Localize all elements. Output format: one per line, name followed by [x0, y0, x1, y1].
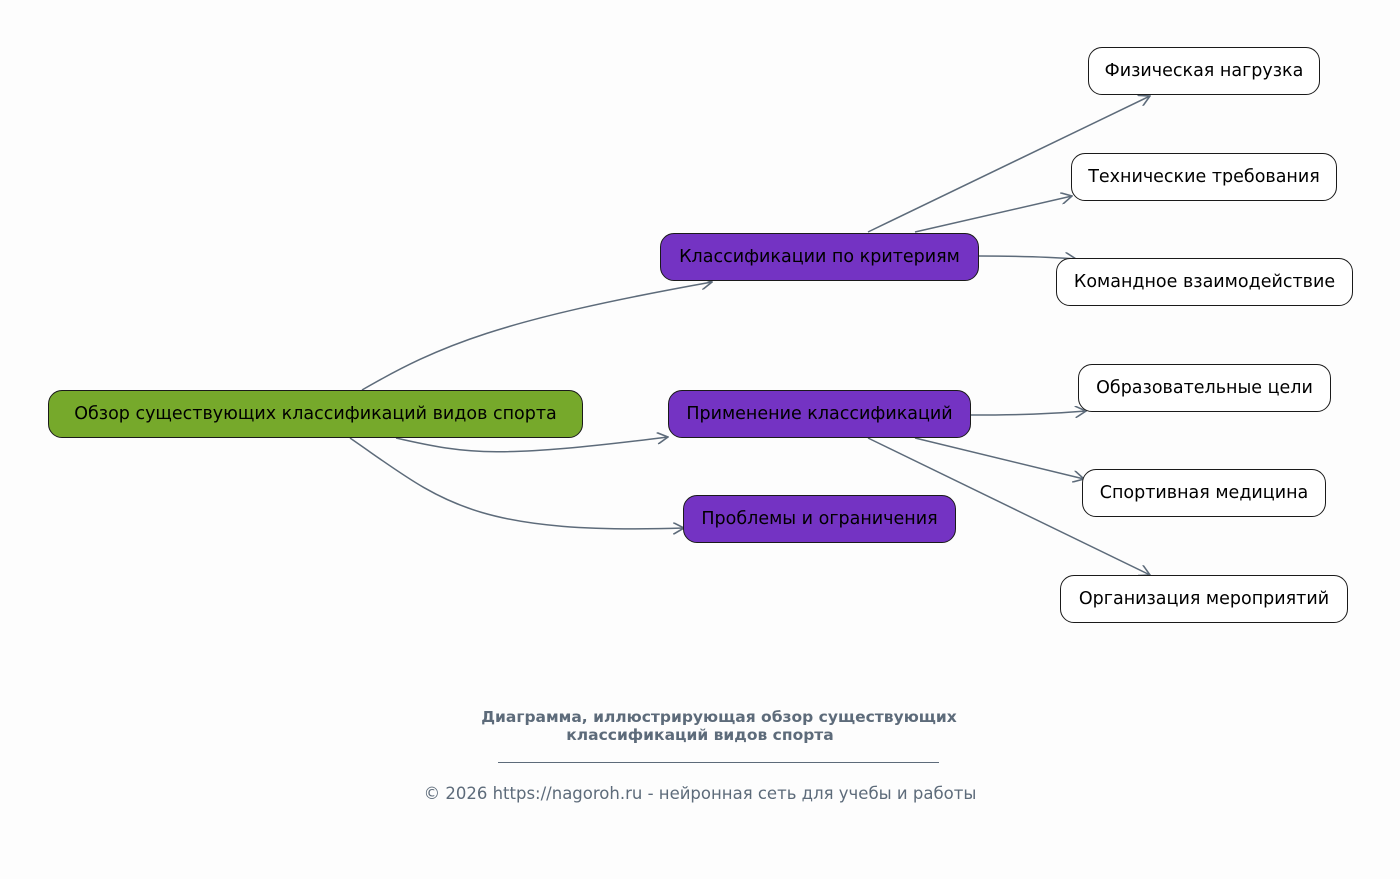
node-problems[interactable]: Проблемы и ограничения: [683, 495, 956, 543]
node-team[interactable]: Командное взаимодействие: [1056, 258, 1353, 306]
node-team-label: Командное взаимодействие: [1073, 272, 1336, 292]
node-events[interactable]: Организация мероприятий: [1060, 575, 1348, 623]
node-technical-label: Технические требования: [1088, 167, 1320, 187]
node-root-label: Обзор существующих классификаций видов с…: [74, 404, 557, 424]
node-medicine-label: Спортивная медицина: [1099, 483, 1309, 503]
edge-criteria-to-technical: [914, 196, 1072, 233]
caption-line-2: классификаций видов спорта: [566, 726, 834, 744]
node-application[interactable]: Применение классификаций: [668, 390, 971, 438]
node-criteria-label: Классификации по критериям: [679, 247, 960, 267]
edge-root-to-application: [395, 437, 668, 453]
footer-copyright: © 2026 https://nagoroh.ru - нейронная се…: [423, 784, 977, 803]
node-root[interactable]: Обзор существующих классификаций видов с…: [48, 390, 583, 438]
edge-criteria-to-physical: [867, 96, 1150, 233]
diagram-caption: Диаграмма, иллюстрирующая обзор существу…: [0, 708, 1400, 744]
caption-line-1: Диаграмма, иллюстрирующая обзор существу…: [481, 708, 957, 726]
edge-application-to-medicine: [914, 437, 1084, 479]
edge-root-to-problems: [349, 437, 684, 529]
node-education-label: Образовательные цели: [1096, 378, 1313, 398]
edge-root-to-criteria: [361, 282, 712, 391]
node-medicine[interactable]: Спортивная медицина: [1082, 469, 1326, 517]
caption-divider: [498, 762, 939, 763]
node-physical[interactable]: Физическая нагрузка: [1088, 47, 1320, 95]
edge-criteria-to-team: [978, 256, 1076, 259]
node-events-label: Организация мероприятий: [1078, 589, 1330, 609]
edge-application-to-events: [867, 437, 1150, 575]
node-criteria[interactable]: Классификации по критериям: [660, 233, 979, 281]
node-problems-label: Проблемы и ограничения: [701, 509, 938, 529]
node-application-label: Применение классификаций: [686, 404, 953, 424]
node-technical[interactable]: Технические требования: [1071, 153, 1337, 201]
node-physical-label: Физическая нагрузка: [1104, 61, 1304, 81]
node-education[interactable]: Образовательные цели: [1078, 364, 1331, 412]
edge-application-to-education: [970, 411, 1086, 415]
